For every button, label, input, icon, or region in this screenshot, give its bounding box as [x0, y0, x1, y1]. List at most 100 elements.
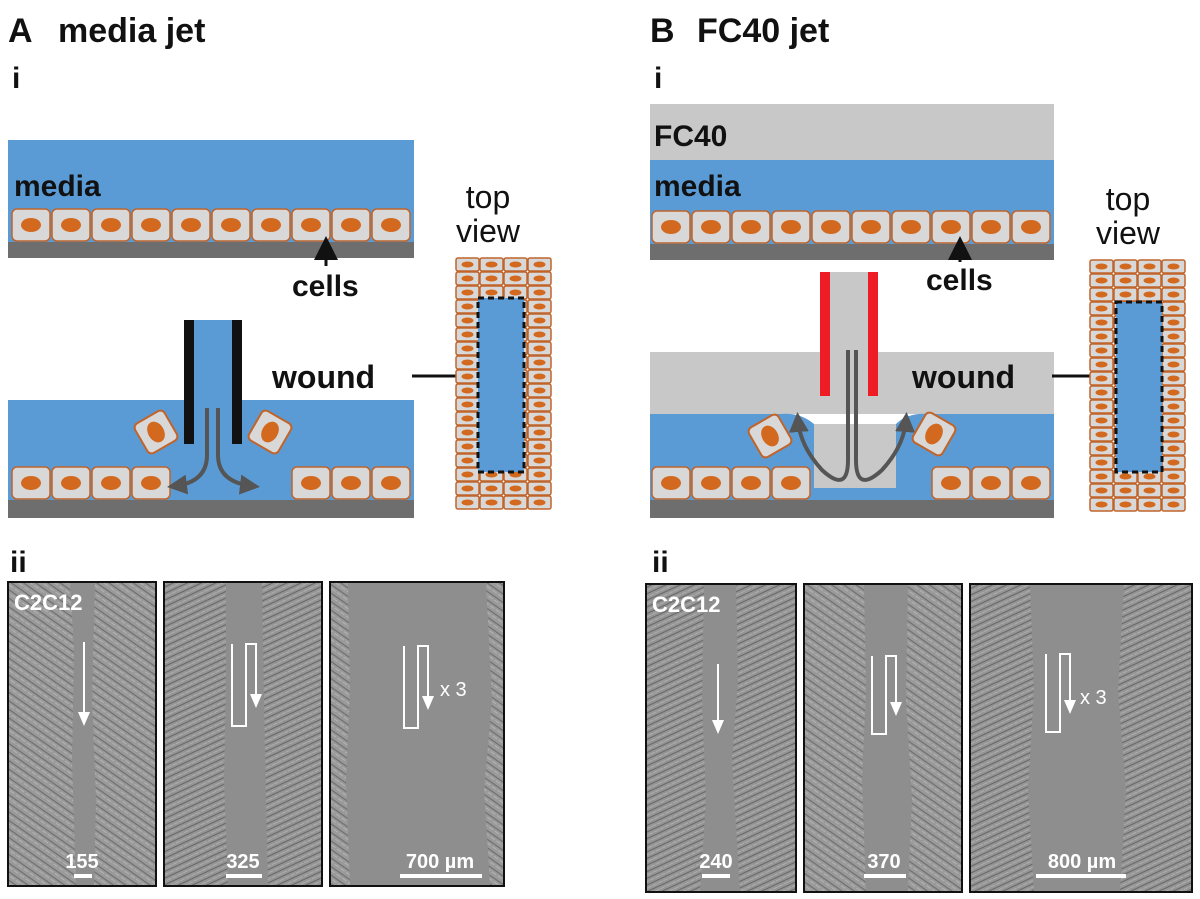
- cell: [1161, 497, 1186, 512]
- panel-title: FC40 jet: [697, 12, 829, 50]
- cell: [455, 481, 480, 496]
- scan-arrow-head: [250, 694, 262, 708]
- detached-cell: [911, 411, 957, 457]
- cell: [91, 208, 131, 242]
- scale-label: 240: [699, 851, 732, 873]
- cell: [1089, 455, 1114, 470]
- cell: [1113, 483, 1138, 498]
- nozzle-wall: [868, 272, 878, 396]
- cell: [1089, 483, 1114, 498]
- wound-gap: [70, 583, 96, 885]
- scan-arrow-head: [422, 696, 434, 710]
- scan-arrow-head: [890, 702, 902, 716]
- cell: [527, 271, 552, 286]
- cell: [131, 208, 171, 242]
- cell: [1089, 427, 1114, 442]
- scale-bar: [400, 874, 482, 878]
- cell: [1137, 273, 1162, 288]
- scan-arrow-head: [1064, 700, 1076, 714]
- micrograph: x 3 700 µm: [329, 581, 505, 887]
- micrograph: 370: [803, 583, 963, 893]
- cell: [1161, 441, 1186, 456]
- cell: [1161, 469, 1186, 484]
- scale-label: 325: [226, 851, 259, 873]
- cell: [455, 467, 480, 482]
- cell-row-wounded: [651, 466, 1051, 500]
- cell: [527, 411, 552, 426]
- jet-fluid: [193, 320, 235, 402]
- cell: [1089, 273, 1114, 288]
- fc40-label: FC40: [654, 120, 727, 153]
- cell: [971, 466, 1011, 500]
- detached-cell: [747, 413, 793, 459]
- cell: [1137, 259, 1162, 274]
- cell: [291, 466, 331, 500]
- cell: [455, 397, 480, 412]
- flow-arrow-left: [167, 408, 209, 495]
- residual-media: [814, 488, 896, 500]
- substrate: [650, 244, 1054, 260]
- nozzle-wall: [184, 320, 194, 444]
- cell: [1011, 466, 1051, 500]
- cell: [11, 208, 51, 242]
- cell: [1161, 273, 1186, 288]
- cell: [1161, 413, 1186, 428]
- top-view-label: top: [466, 179, 510, 215]
- micrograph: x 3 800 µm: [969, 583, 1193, 893]
- cell: [1161, 329, 1186, 344]
- cell: [1161, 301, 1186, 316]
- cell: [1161, 483, 1186, 498]
- flow-arrow-left: [788, 350, 850, 482]
- cell: [371, 208, 411, 242]
- cell-row: [11, 208, 411, 242]
- scale-label: 700 µm: [406, 851, 474, 873]
- cell: [1161, 371, 1186, 386]
- scale-bar: [864, 874, 906, 878]
- cell: [1161, 399, 1186, 414]
- cell: [171, 208, 211, 242]
- cell: [731, 466, 771, 500]
- cell: [1089, 371, 1114, 386]
- cell: [1089, 399, 1114, 414]
- wound-gap: [700, 585, 740, 891]
- flow-arrow-right: [216, 408, 260, 495]
- cell: [527, 285, 552, 300]
- scan-path: [1045, 653, 1071, 733]
- cell: [1137, 497, 1162, 512]
- cell-line-label: C2C12: [14, 590, 82, 615]
- cell: [691, 466, 731, 500]
- cell: [1089, 287, 1114, 302]
- cell: [1161, 357, 1186, 372]
- flow-arrow-right: [854, 350, 916, 482]
- cell: [455, 369, 480, 384]
- cells-label: cells: [926, 264, 993, 297]
- cell: [731, 210, 771, 244]
- cell: [1089, 357, 1114, 372]
- cell: [1089, 301, 1114, 316]
- panel-letter: B: [650, 12, 675, 50]
- cell: [455, 425, 480, 440]
- cell: [651, 466, 691, 500]
- scale-bar: [1036, 874, 1126, 878]
- subpanel-ii-label: ii: [10, 546, 27, 579]
- cell: [1089, 413, 1114, 428]
- cell: [1161, 455, 1186, 470]
- cell: [1161, 385, 1186, 400]
- cell: [455, 411, 480, 426]
- cell: [51, 208, 91, 242]
- cell: [771, 210, 811, 244]
- cell: [691, 210, 731, 244]
- cell: [527, 299, 552, 314]
- cell: [527, 355, 552, 370]
- cell: [527, 453, 552, 468]
- cell: [479, 271, 504, 286]
- wound-gap: [346, 583, 492, 885]
- cell: [1089, 385, 1114, 400]
- cell: [1113, 497, 1138, 512]
- cell: [1161, 287, 1186, 302]
- nozzle-wall: [232, 320, 242, 444]
- cell: [331, 208, 371, 242]
- cell: [455, 299, 480, 314]
- cell: [131, 466, 171, 500]
